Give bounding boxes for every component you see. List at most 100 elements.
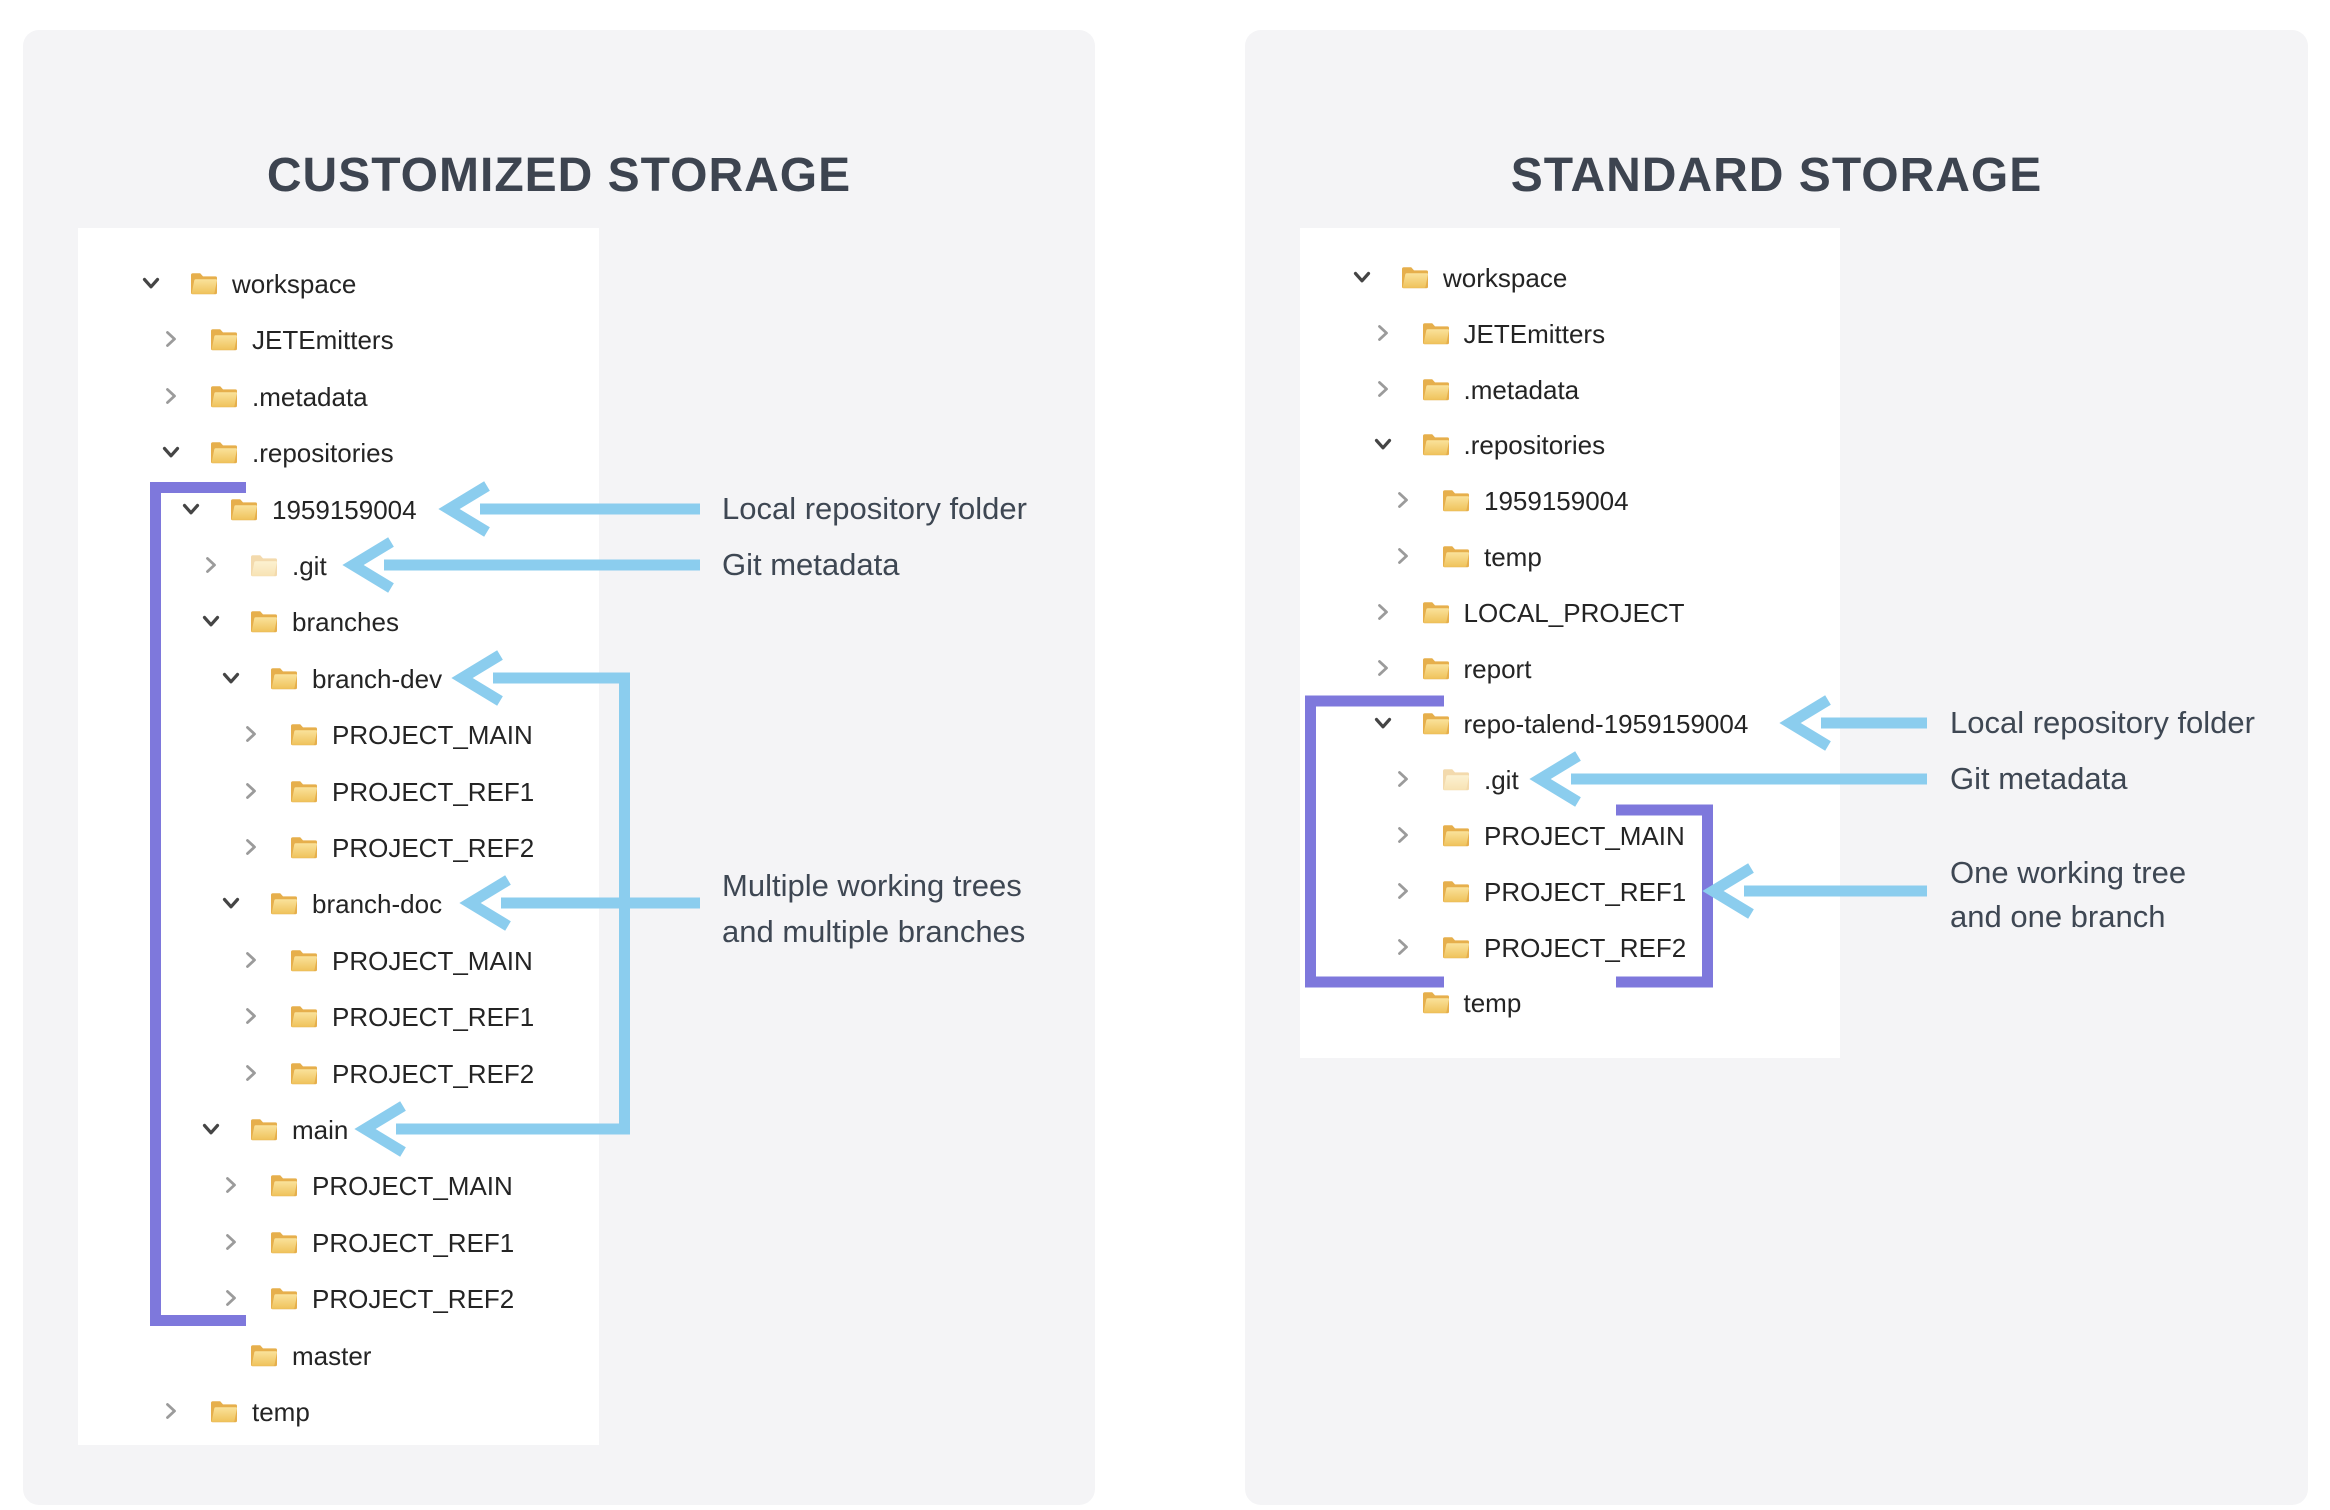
folder-icon [249,552,279,578]
chevron-down-icon[interactable] [200,1118,222,1140]
tree-row-label: JETEmitters [1463,318,1606,349]
chevron-right-icon[interactable] [1372,322,1394,344]
chevron-right-icon[interactable] [240,1005,262,1027]
tree-row[interactable]: repo-talend-1959159004 [1372,695,1748,751]
tree-row[interactable]: .repositories [160,424,394,480]
folder-icon [209,326,239,352]
chevron-right-icon[interactable] [1372,378,1394,400]
chevron-right-icon[interactable] [240,780,262,802]
chevron-right-icon[interactable] [1372,657,1394,679]
tree-row-label: workspace [232,269,357,299]
tree-row[interactable]: PROJECT_REF2 [1392,919,1686,975]
annotation-text: Multiple working trees [722,868,1022,903]
chevron-right-icon[interactable] [160,328,182,350]
tree-row[interactable]: temp [1392,528,1542,584]
tree-row[interactable]: PROJECT_REF1 [240,988,534,1044]
chevron-down-icon[interactable] [220,892,242,914]
chevron-down-icon[interactable] [200,610,222,632]
tree-row[interactable]: .git [200,537,327,593]
tree-row[interactable]: main [200,1101,348,1157]
chevron-down-icon[interactable] [1351,266,1373,288]
chevron-right-icon[interactable] [220,1287,242,1309]
tree-row[interactable]: 1959159004 [1392,472,1629,528]
chevron-right-icon[interactable] [240,723,262,745]
chevron-right-icon[interactable] [1392,880,1414,902]
tree-row[interactable]: PROJECT_REF1 [220,1214,514,1270]
folder-icon [1421,376,1451,402]
annotation-text: Git metadata [722,547,900,582]
tree-row[interactable]: .metadata [1372,361,1579,417]
chevron-right-icon[interactable] [1392,768,1414,790]
annotation-text: Local repository folder [722,491,1027,526]
chevron-right-icon[interactable] [220,1231,242,1253]
tree-row[interactable]: branch-doc [220,875,442,931]
tree-row[interactable]: branches [200,593,399,649]
tree-row[interactable]: PROJECT_MAIN [240,932,533,988]
tree-row[interactable]: PROJECT_MAIN [1392,807,1685,863]
folder-icon [289,1060,319,1086]
tree-row[interactable]: temp [1372,974,1521,1030]
tree-row[interactable]: PROJECT_REF2 [220,1270,514,1326]
tree-row[interactable]: PROJECT_REF2 [240,819,534,875]
tree-row[interactable]: .git [1392,751,1519,807]
chevron-right-icon[interactable] [1392,936,1414,958]
annotation-local-repository-folder: Local repository folder [1950,702,2255,744]
tree-row[interactable]: workspace [1351,249,1567,305]
standard-storage-title: STANDARD STORAGE [1510,149,2043,203]
tree-row[interactable]: 1959159004 [180,481,417,537]
tree-row[interactable]: .metadata [160,368,368,424]
tree-row[interactable]: PROJECT_REF1 [240,763,534,819]
chevron-right-icon[interactable] [220,1174,242,1196]
chevron-down-icon[interactable] [140,272,162,294]
tree-row[interactable]: .repositories [1372,416,1605,472]
chevron-down-icon[interactable] [180,498,202,520]
folder-icon [1441,878,1471,904]
chevron-right-icon[interactable] [240,1062,262,1084]
chevron-down-icon[interactable] [1372,433,1394,455]
chevron-right-icon[interactable] [160,1400,182,1422]
chevron-right-icon[interactable] [1392,545,1414,567]
tree-row[interactable]: PROJECT_REF2 [240,1045,534,1101]
tree-row-label: 1959159004 [272,494,417,525]
folder-icon [289,778,319,804]
chevron-right-icon[interactable] [240,836,262,858]
chevron-right-icon[interactable] [200,554,222,576]
annotation-multiple-working-trees: Multiple working trees and multiple bran… [722,863,1025,955]
annotation-text: and one branch [1950,899,2166,934]
tree-row-label: PROJECT_MAIN [312,1171,513,1202]
tree-row-label: 1959159004 [1484,486,1629,517]
chevron-right-icon[interactable] [1372,601,1394,623]
annotation-text: Local repository folder [1950,705,2255,740]
tree-row[interactable]: PROJECT_MAIN [220,1157,513,1213]
chevron-down-icon[interactable] [1372,712,1394,734]
tree-row[interactable]: branch-dev [220,650,442,706]
annotation-git-metadata: Git metadata [1950,758,2127,800]
chevron-down-icon[interactable] [160,441,182,463]
tree-row[interactable]: master [200,1327,371,1383]
tree-row[interactable]: PROJECT_REF1 [1392,863,1686,919]
tree-row[interactable]: PROJECT_MAIN [240,706,533,762]
tree-row[interactable]: JETEmitters [1372,305,1606,361]
chevron-down-icon[interactable] [220,667,242,689]
folder-icon [269,665,299,691]
tree-row-label: branch-doc [312,889,443,920]
chevron-right-icon[interactable] [240,949,262,971]
tree-row[interactable]: JETEmitters [160,311,394,367]
annotation-text: Git metadata [1950,761,2128,796]
tree-row[interactable]: temp [160,1383,310,1439]
tree-row-label: JETEmitters [252,325,394,356]
folder-icon [289,834,319,860]
chevron-right-icon[interactable] [1392,824,1414,846]
tree-row-label: temp [252,1397,310,1427]
folder-icon [1421,989,1451,1015]
tree-row[interactable]: workspace [140,255,356,311]
chevron-right-icon[interactable] [1392,489,1414,511]
tree-row[interactable]: report [1372,640,1531,696]
folder-icon [269,1229,299,1255]
chevron-right-icon[interactable] [160,385,182,407]
folder-icon [1421,655,1451,681]
tree-row[interactable]: LOCAL_PROJECT [1372,584,1685,640]
folder-icon [1400,264,1430,290]
tree-row-label: .git [1484,765,1519,796]
